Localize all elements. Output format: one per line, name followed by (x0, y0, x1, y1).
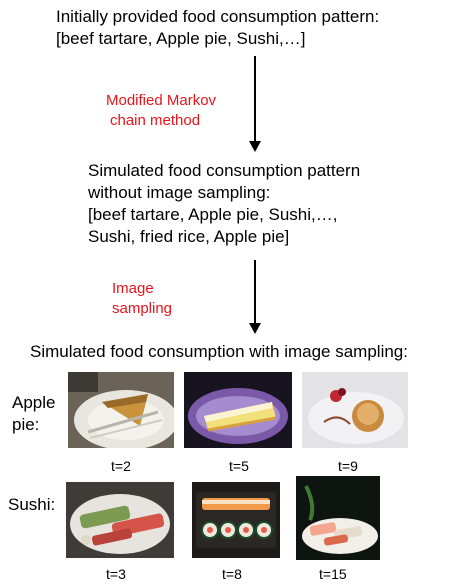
apple-pie-photo-3 (302, 372, 408, 448)
simulated-pattern-title-line1: Simulated food consumption pattern (88, 161, 361, 180)
initial-pattern-title: Initially provided food consumption patt… (56, 7, 380, 26)
markov-method-label-line1: Modified Markov (106, 92, 217, 109)
simulated-pattern-list-line1: [beef tartare, Apple pie, Sushi,…, (88, 205, 338, 224)
sushi-photo-2 (192, 482, 280, 558)
sushi-caption-2: t=8 (222, 566, 242, 582)
simulated-pattern-list-line2: Sushi, fried rice, Apple pie] (88, 227, 290, 246)
sushi-photo-1 (66, 482, 174, 558)
simulated-pattern-title-line2: without image sampling: (88, 183, 271, 202)
sushi-caption-3: t=15 (319, 566, 347, 582)
apple-pie-caption-1: t=2 (111, 458, 131, 474)
markov-method-label-line2: chain method (110, 112, 201, 129)
arrow-down-2 (249, 260, 261, 334)
row-label-apple-pie-line2: pie: (12, 415, 40, 434)
apple-pie-caption-3: t=9 (338, 458, 358, 474)
apple-pie-caption-2: t=5 (229, 458, 249, 474)
row-label-sushi: Sushi: (8, 495, 56, 514)
sushi-caption-1: t=3 (106, 566, 126, 582)
initial-pattern-list: [beef tartare, Apple pie, Sushi,…] (56, 29, 306, 48)
sushi-photo-3 (296, 476, 380, 560)
apple-pie-photo-1 (68, 372, 174, 448)
image-sampling-label-line2: sampling (112, 300, 173, 317)
arrow-down-1 (249, 56, 261, 152)
row-label-apple-pie-line1: Apple (12, 393, 56, 412)
image-sampling-heading: Simulated food consumption with image sa… (30, 342, 408, 361)
apple-pie-photo-2 (184, 372, 292, 448)
image-sampling-label-line1: Image (112, 280, 154, 297)
